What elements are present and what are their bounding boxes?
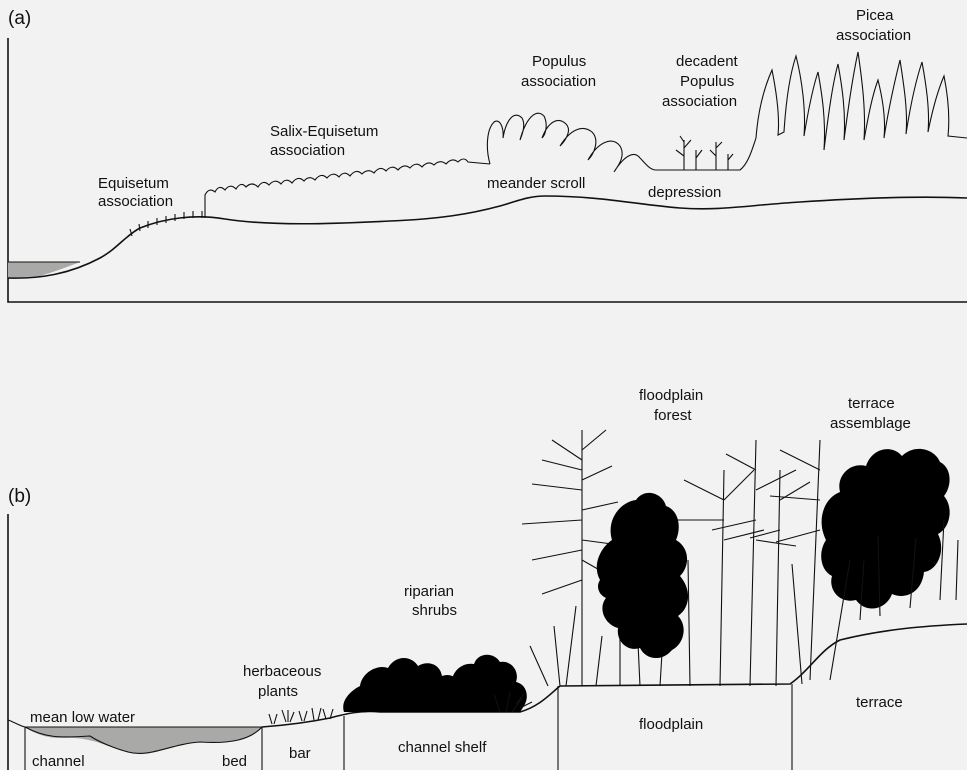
decadent-label-line2: Populus: [680, 73, 734, 90]
floodplain-forest-label-line2: forest: [654, 407, 692, 424]
channel-label: channel: [32, 753, 85, 770]
panel-b: (b) floodplain forest terrace assemblage: [8, 387, 967, 770]
floodplain-forest-label-line1: floodplain: [639, 387, 703, 404]
salix-label-line1: Salix-Equisetum: [270, 123, 378, 140]
herbaceous-plants: [269, 708, 333, 724]
terrace-assemblage-label-line1: terrace: [848, 395, 895, 412]
riparian-shrubs: [343, 655, 527, 712]
channel-water: [25, 727, 262, 753]
bed-label: bed: [222, 753, 247, 770]
equisetum-ticks: [130, 211, 202, 236]
depression-label: depression: [648, 184, 721, 201]
picea-label-line1: Picea: [856, 7, 894, 24]
picea-canopy: [756, 52, 967, 150]
channel-shelf-label: channel shelf: [398, 739, 487, 756]
salix-label-line2: association: [270, 142, 345, 159]
meander-scroll-label: meander scroll: [487, 175, 585, 192]
equisetum-label-line2: association: [98, 193, 173, 210]
decadent-label-line3: association: [662, 93, 737, 110]
panel-b-bank-left: [8, 720, 25, 727]
floodplain-label: floodplain: [639, 716, 703, 733]
terrace-label: terrace: [856, 694, 903, 711]
panel-a: (a) Equisetum association Salix-Equisetu…: [8, 7, 967, 302]
salix-equisetum-canopy: [205, 159, 490, 218]
panel-a-axes: [8, 38, 967, 302]
populus-label-line1: Populus: [532, 53, 586, 70]
panel-b-label: (b): [8, 486, 31, 507]
herbaceous-plants-label-line1: herbaceous: [243, 663, 321, 680]
riparian-shrubs-label-line2: shrubs: [412, 602, 457, 619]
terrace-assemblage-dark-tree: [821, 449, 949, 609]
mean-low-water-label: mean low water: [30, 709, 135, 726]
floodplain-forest-dark-tree: [597, 493, 688, 658]
bar-label: bar: [289, 745, 311, 762]
picea-label-line2: association: [836, 27, 911, 44]
equisetum-label-line1: Equisetum: [98, 175, 169, 192]
terrace-assemblage-label-line2: assemblage: [830, 415, 911, 432]
herbaceous-plants-label-line2: plants: [258, 683, 298, 700]
decadent-populus-snags: [676, 136, 733, 170]
decadent-label-line1: decadent: [676, 53, 739, 70]
populus-canopy: [487, 113, 640, 172]
riparian-shrubs-label-line1: riparian: [404, 583, 454, 600]
populus-label-line2: association: [521, 73, 596, 90]
panel-a-label: (a): [8, 8, 31, 29]
decadent-populus-canopy: [640, 138, 756, 170]
